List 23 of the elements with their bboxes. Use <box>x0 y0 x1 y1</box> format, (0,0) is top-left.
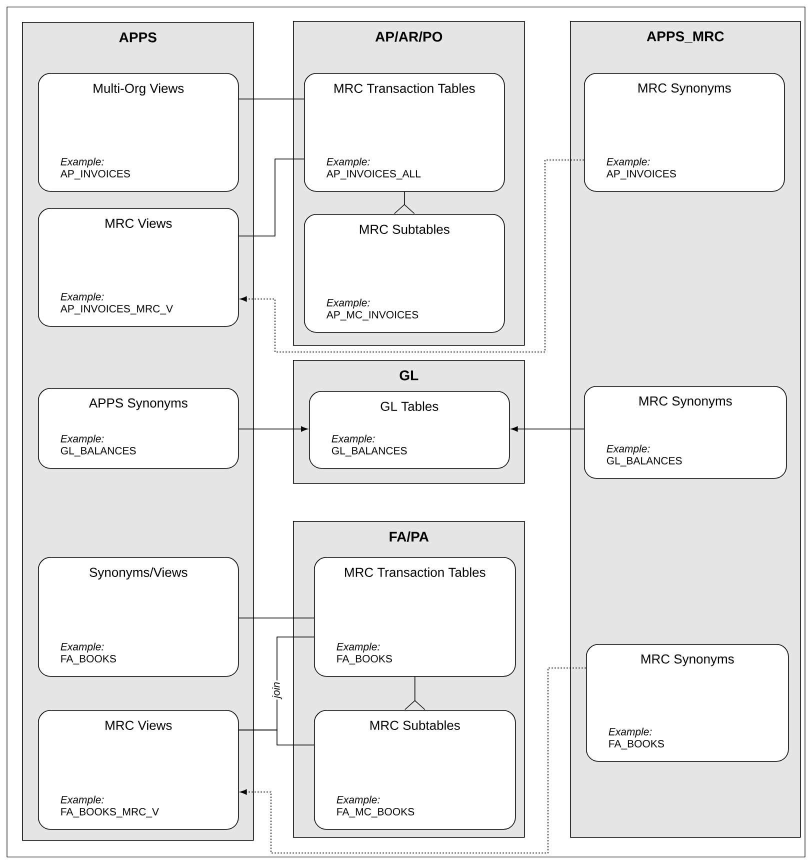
table-box: MRC Views Example: FA_BOOKS_MRC_V <box>38 710 239 830</box>
table-box: MRC Synonyms Example: FA_BOOKS <box>586 644 789 762</box>
connector-line <box>238 158 304 236</box>
table-box: MRC Subtables Example: FA_MC_BOOKS <box>314 710 516 830</box>
table-box: MRC Views Example: AP_INVOICES_MRC_V <box>38 208 239 327</box>
edge-label: join <box>270 680 284 700</box>
connector-line <box>238 730 314 746</box>
connector-line <box>394 191 415 214</box>
table-box: MRC Synonyms Example: GL_BALANCES <box>584 386 787 479</box>
connector-line <box>404 676 426 710</box>
table-box: MRC Transaction Tables Example: AP_INVOICES_ALL <box>304 73 505 192</box>
arrow <box>240 160 584 352</box>
table-box: MRC Synonyms Example: AP_INVOICES <box>584 73 785 192</box>
table-box: APPS Synonyms Example: GL_BALANCES <box>38 388 239 469</box>
arrow <box>240 668 586 854</box>
connector-line <box>238 98 304 100</box>
arrow <box>238 426 308 432</box>
table-box: GL Tables Example: GL_BALANCES <box>309 391 510 469</box>
table-box: MRC Subtables Example: AP_MC_INVOICES <box>304 214 505 333</box>
table-box: MRC Transaction Tables Example: FA_BOOKS <box>314 557 516 677</box>
arrow <box>511 426 584 432</box>
table-box: Synonyms/Views Example: FA_BOOKS <box>38 557 239 677</box>
table-box: Multi-Org Views Example: AP_INVOICES <box>38 73 239 192</box>
